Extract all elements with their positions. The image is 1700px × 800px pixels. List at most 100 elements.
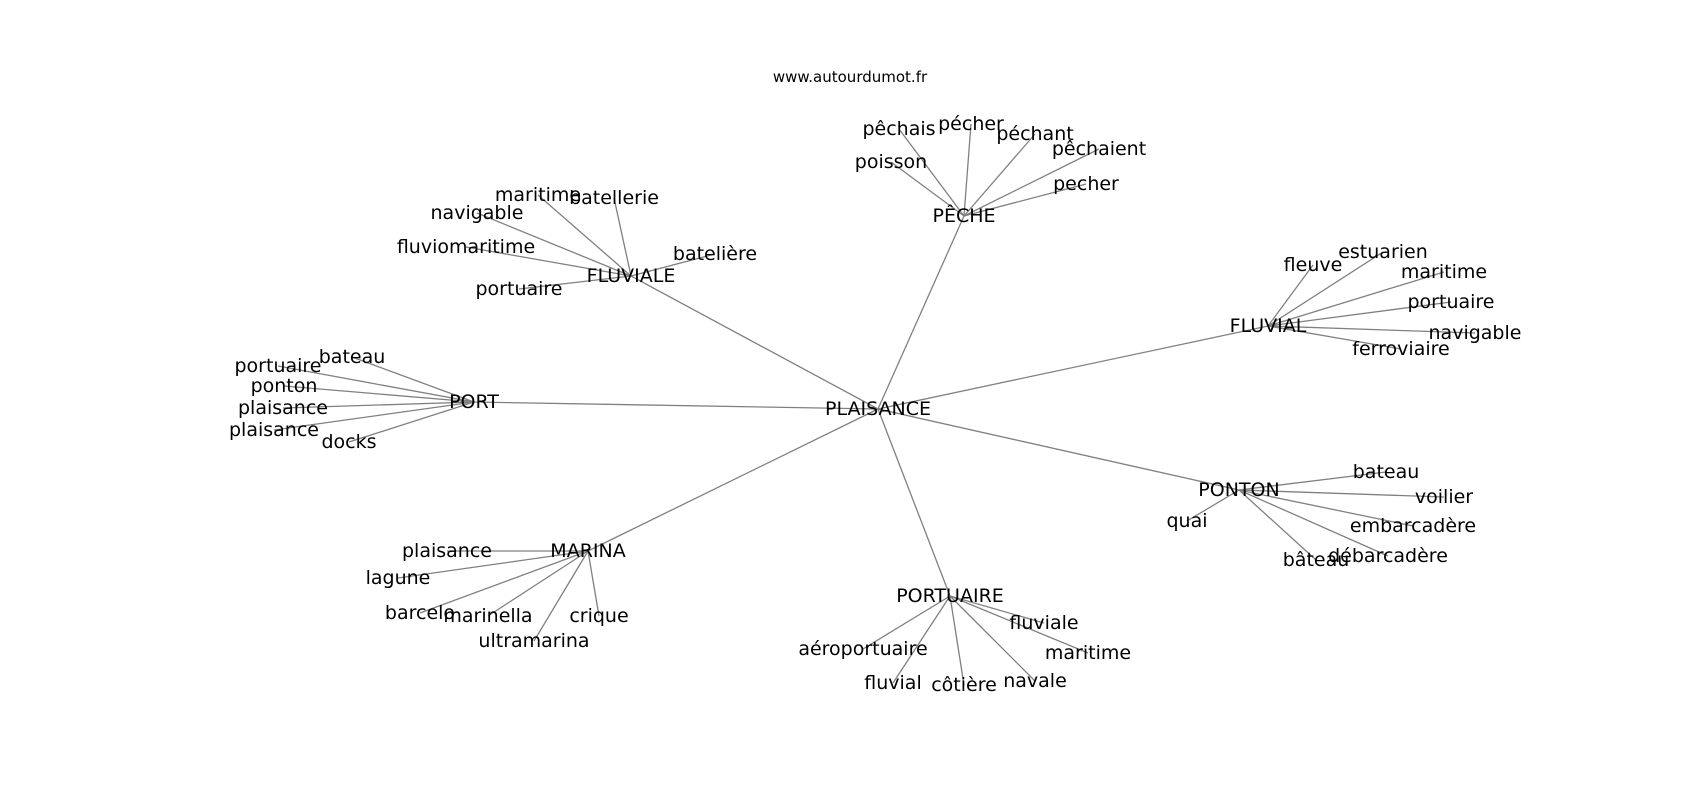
edge-hub-to-word: [613, 197, 632, 277]
hub-node: PORT: [449, 391, 499, 413]
hub-node: MARINA: [550, 540, 625, 562]
edge-hub-to-word: [587, 550, 600, 617]
hub-node: PÊCHE: [932, 204, 995, 227]
word-node: portuaire: [235, 355, 322, 377]
edge-hub-to-word: [348, 401, 475, 443]
edge-hub-to-word: [1238, 489, 1445, 498]
word-node: plaisance: [229, 419, 319, 441]
edge-hub-to-word: [277, 365, 475, 403]
edges-layer: [273, 123, 1476, 686]
edge-hub-to-word: [963, 183, 1087, 217]
edge-hub-to-word: [890, 161, 965, 217]
center-node: PLAISANCE: [825, 398, 931, 420]
edge-hub-to-word: [533, 550, 589, 642]
word-node: marinella: [443, 605, 532, 627]
hub-node: PORTUAIRE: [896, 585, 1004, 607]
edge-hub-to-word: [949, 595, 965, 686]
edge-hub-to-word: [273, 401, 475, 431]
word-node: embarcadère: [1350, 515, 1476, 537]
word-node: pecher: [1053, 173, 1119, 195]
edge-center-to-hub: [877, 408, 1240, 491]
hub-node: FLUVIAL: [1230, 315, 1307, 337]
edge-center-to-hub: [877, 408, 951, 597]
word-node: barcelo: [385, 602, 455, 624]
edge-hub-to-word: [518, 275, 632, 290]
edge-hub-to-word: [949, 595, 1045, 624]
word-node: navigable: [431, 202, 524, 224]
edge-hub-to-word: [1267, 301, 1452, 327]
edge-hub-to-word: [1238, 471, 1387, 491]
word-node: portuaire: [476, 278, 563, 300]
word-node: estuarien: [1338, 241, 1428, 263]
edge-hub-to-word: [1267, 264, 1314, 327]
word-node: plaisance: [402, 540, 492, 562]
edge-hub-to-word: [1267, 251, 1384, 327]
word-node: navigable: [1429, 322, 1522, 344]
word-node: pécher: [938, 113, 1004, 135]
edge-hub-to-word: [487, 550, 589, 617]
edge-hub-to-word: [419, 550, 589, 614]
edge-hub-to-word: [898, 128, 965, 217]
edge-hub-to-word: [537, 194, 632, 277]
word-node: navale: [1003, 670, 1067, 692]
edge-hub-to-word: [465, 246, 632, 277]
hub-node: PONTON: [1198, 479, 1279, 501]
edge-hub-to-word: [397, 550, 589, 579]
edge-hub-to-word: [963, 148, 1100, 217]
word-node: quai: [1166, 510, 1207, 532]
word-node: fluvial: [864, 672, 921, 694]
word-node: ponton: [251, 375, 318, 397]
edge-hub-to-word: [351, 356, 475, 403]
word-node: péchant: [996, 123, 1073, 145]
word-node: batellerie: [569, 187, 659, 209]
word-node: bateau: [319, 346, 386, 368]
edge-hub-to-word: [963, 133, 1036, 217]
word-node: ultramarina: [478, 630, 589, 652]
word-node: pêchais: [862, 118, 935, 140]
word-node: lagune: [366, 567, 431, 589]
word-node: fluviale: [1009, 612, 1078, 634]
edge-center-to-hub: [877, 215, 965, 410]
edge-hub-to-word: [1238, 489, 1414, 527]
word-node: crique: [569, 605, 628, 627]
word-node: pêchaient: [1052, 138, 1146, 160]
edge-center-to-hub: [473, 401, 879, 410]
word-node: maritime: [495, 184, 581, 206]
word-node: batelière: [673, 243, 757, 265]
word-node: aéroportuaire: [798, 638, 927, 660]
edge-hub-to-word: [1267, 271, 1445, 327]
edge-hub-to-word: [892, 595, 951, 684]
edge-center-to-hub: [630, 275, 879, 410]
word-node: maritime: [1045, 642, 1131, 664]
edge-hub-to-word: [963, 123, 972, 217]
word-node: portuaire: [1408, 291, 1495, 313]
edge-center-to-hub: [587, 408, 879, 552]
edge-hub-to-word: [630, 253, 716, 277]
word-node: plaisance: [238, 397, 328, 419]
source-watermark: www.autourdumot.fr: [773, 68, 928, 86]
word-node: docks: [321, 431, 376, 453]
word-node: voilier: [1415, 486, 1473, 508]
edge-hub-to-word: [1238, 489, 1317, 561]
word-node: débarcadère: [1328, 545, 1448, 567]
word-node: ferroviaire: [1352, 338, 1449, 360]
word-node: côtière: [931, 674, 997, 696]
word-node: fluviomaritime: [397, 236, 535, 258]
edge-hub-to-word: [862, 595, 951, 650]
word-node: fleuve: [1284, 254, 1343, 276]
edge-hub-to-word: [949, 595, 1089, 654]
word-node: maritime: [1401, 261, 1487, 283]
edge-hub-to-word: [949, 595, 1036, 682]
edge-hub-to-word: [1186, 489, 1240, 522]
edge-hub-to-word: [1267, 325, 1476, 334]
word-node: bâteau: [1283, 549, 1350, 571]
edge-hub-to-word: [1267, 325, 1402, 350]
edge-hub-to-word: [283, 385, 475, 403]
edge-hub-to-word: [1238, 489, 1389, 557]
edge-center-to-hub: [877, 325, 1269, 410]
word-node: bateau: [1353, 461, 1420, 483]
hub-node: FLUVIALE: [587, 265, 676, 287]
edge-hub-to-word: [476, 212, 632, 277]
